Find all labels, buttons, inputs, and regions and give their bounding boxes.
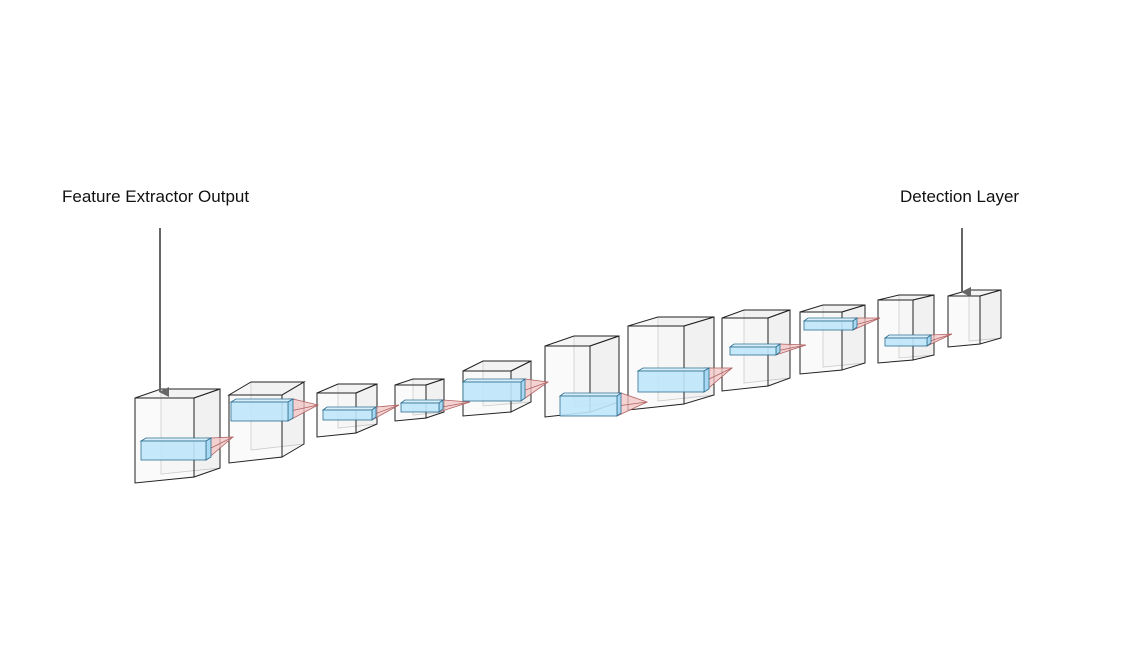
layer-5-kernel (461, 378, 527, 402)
layer-6-kernel-top (558, 392, 623, 397)
layer-7-kernel-top (636, 367, 711, 372)
layer-4-kernel-top (399, 399, 445, 404)
layer-9-connector-line (852, 317, 881, 326)
layer-7-kernel (636, 367, 711, 393)
layer-10-kernel-front (884, 337, 928, 347)
layer-10-side-face (912, 294, 935, 361)
layer-10-kernel-top (883, 334, 933, 339)
layer-8-kernel-front (729, 346, 777, 356)
layer-8-kernel (728, 343, 782, 356)
layer-1-side-face (193, 388, 221, 478)
layer-3-kernel-top (321, 406, 378, 411)
layer-9-kernel-top (802, 317, 859, 322)
layer-3-connector-line (371, 404, 400, 416)
layer-6-connector-line (616, 401, 648, 407)
layer-8-kernel-top (728, 343, 782, 348)
layer-11-front-face (947, 295, 981, 348)
layer-2-kernel-top (229, 398, 295, 403)
layer-10-front-face (877, 299, 914, 364)
left-annotation-label: Feature Extractor Output (62, 187, 249, 206)
layer-9-side-face (841, 304, 866, 371)
layer-7-block (627, 316, 715, 411)
layer-3-kernel (321, 406, 378, 421)
layer-1-block (134, 388, 221, 484)
layer-9-kernel (802, 317, 859, 331)
layer-1-kernel-front (140, 440, 207, 461)
layer-4-kernel (399, 399, 445, 413)
left-annotation: Feature Extractor Output (62, 187, 249, 397)
layer-10-block (877, 294, 935, 364)
layer-11-block (947, 289, 1002, 348)
layer-2-block (227, 381, 306, 464)
layer-9-kernel-front (803, 320, 854, 331)
layer-5-connector-line (520, 381, 549, 392)
layer-5-kernel-top (461, 378, 527, 383)
layer-6-kernel-front (559, 395, 618, 417)
layer-2-kernel (229, 398, 295, 422)
layer-8-connector-line (775, 344, 807, 352)
layer-6-kernel (558, 392, 623, 417)
layer-3-kernel-front (322, 409, 373, 421)
layer-10-kernel (883, 334, 933, 347)
layer-2-kernel-end (287, 398, 294, 422)
layer-7-kernel-end (703, 367, 710, 393)
layer-7-kernel-front (637, 370, 705, 393)
layer-5-kernel-end (520, 378, 526, 402)
layer-11-side-face (979, 289, 1002, 345)
connectors-group (139, 317, 953, 461)
layer-1-kernel (139, 437, 213, 461)
layer-5-kernel-front (462, 381, 522, 402)
layer-6-kernel-end (616, 392, 622, 417)
layer-1-kernel-end (205, 437, 212, 461)
right-annotation-label: Detection Layer (900, 187, 1019, 206)
right-annotation: Detection Layer (900, 187, 1019, 297)
layer-4-connector-line (438, 401, 471, 408)
layer-1-kernel-top (139, 437, 213, 442)
layer-9-block (799, 304, 866, 375)
layer-4-kernel-front (400, 402, 440, 413)
layer-2-kernel-front (230, 401, 289, 422)
